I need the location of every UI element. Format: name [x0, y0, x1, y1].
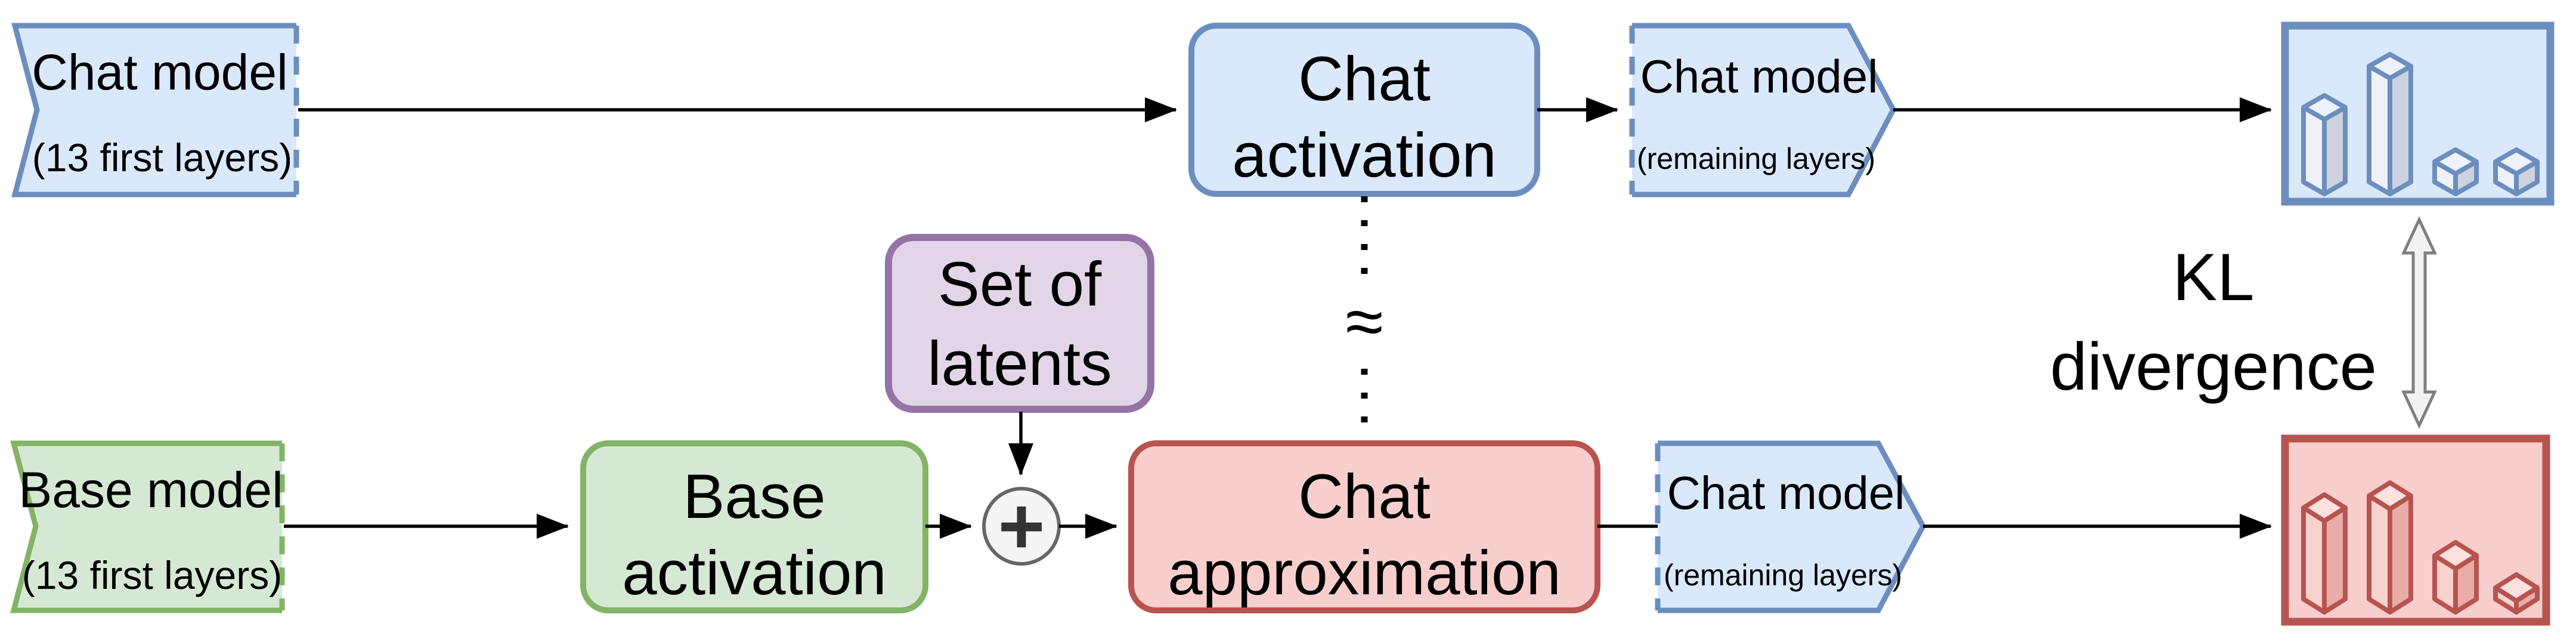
- set-of-latents-shape: [885, 234, 1154, 413]
- kl-divergence-line1: KL: [2173, 240, 2255, 314]
- bar-face: [2322, 105, 2348, 196]
- base-model-border: [10, 440, 282, 613]
- node-chat-approximation: Chat approximation: [1128, 440, 1600, 613]
- kl-divergence-line2: divergence: [2050, 329, 2377, 404]
- chat-model-top-right-title: Chat model: [1640, 50, 1878, 103]
- chat-model-top-shape: [15, 26, 296, 195]
- bar-face: [2367, 493, 2392, 615]
- chat-approximation-line2: approximation: [1168, 538, 1561, 608]
- bar-face: [2301, 505, 2327, 615]
- chat-model-bottom-right-shape: [1658, 443, 1923, 610]
- bar-face: [2367, 52, 2413, 81]
- chat-model-top-right-subtitle: (remaining layers): [1637, 142, 1875, 175]
- bar-3d: [2367, 52, 2413, 196]
- node-chat-model-bottom-right: Chat model (remaining layers): [1655, 440, 1927, 613]
- bar-3d: [2367, 480, 2413, 615]
- bar-3d: [2432, 540, 2479, 615]
- plus-icon: +: [998, 481, 1045, 571]
- base-activation-line1: Base: [683, 462, 825, 532]
- node-chat-model-top-right: Chat model (remaining layers): [1629, 23, 1897, 197]
- bar-3d: [2493, 147, 2540, 196]
- bar-face: [2367, 480, 2413, 511]
- bar-face: [2493, 572, 2540, 603]
- set-of-latents-line1: Set of: [938, 249, 1102, 319]
- bar-face: [2388, 64, 2413, 196]
- chat-activation-distribution: [2301, 52, 2540, 196]
- chat-model-top-subtitle: (13 first layers): [32, 135, 292, 180]
- kl-divergence-group: KL divergence: [2050, 216, 2437, 429]
- chat-activation-line2: activation: [1232, 121, 1497, 190]
- bar-3d: [2493, 572, 2540, 615]
- bar-face: [2367, 64, 2392, 196]
- approx-distribution-box: [2281, 434, 2550, 626]
- bar-face: [2322, 505, 2348, 615]
- bar-face: [2493, 147, 2540, 176]
- node-base-model: Base model (13 first layers): [10, 440, 285, 613]
- bar-face: [2432, 540, 2479, 571]
- chat-approximation-line1: Chat: [1298, 462, 1431, 532]
- bar-face: [2301, 492, 2348, 523]
- bar-3d: [2301, 492, 2348, 615]
- chat-model-top-right-shape: [1632, 26, 1893, 195]
- node-chat-model-top: Chat model (13 first layers): [11, 23, 299, 197]
- chat-distribution-box: [2281, 21, 2555, 206]
- chat-model-bottom-right-title: Chat model: [1667, 467, 1905, 519]
- base-model-subtitle: (13 first layers): [22, 553, 282, 597]
- bar-face: [2301, 93, 2348, 122]
- bar-3d: [2301, 93, 2348, 196]
- base-model-title: Base model: [18, 462, 283, 518]
- bar-face: [2432, 147, 2479, 176]
- bar-face: [2388, 493, 2413, 615]
- set-of-latents-line2: latents: [927, 329, 1111, 399]
- node-base-activation: Base activation: [580, 440, 928, 613]
- chat-model-top-border: [11, 23, 296, 197]
- node-set-of-latents: Set of latents: [885, 234, 1154, 413]
- bar-face: [2301, 105, 2327, 196]
- chat-model-top-title: Chat model: [32, 44, 288, 100]
- chat-approximation-distribution: [2301, 480, 2540, 615]
- node-chat-activation: Chat activation: [1188, 23, 1540, 197]
- base-activation-line2: activation: [622, 538, 887, 608]
- approx-equal-symbol: ≈: [1345, 283, 1383, 360]
- chat-model-bottom-right-subtitle: (remaining layers): [1664, 558, 1902, 592]
- base-model-shape: [14, 443, 282, 610]
- bar-3d: [2432, 147, 2479, 196]
- kl-double-arrow-icon: [2401, 216, 2437, 429]
- chat-activation-line1: Chat: [1298, 44, 1431, 114]
